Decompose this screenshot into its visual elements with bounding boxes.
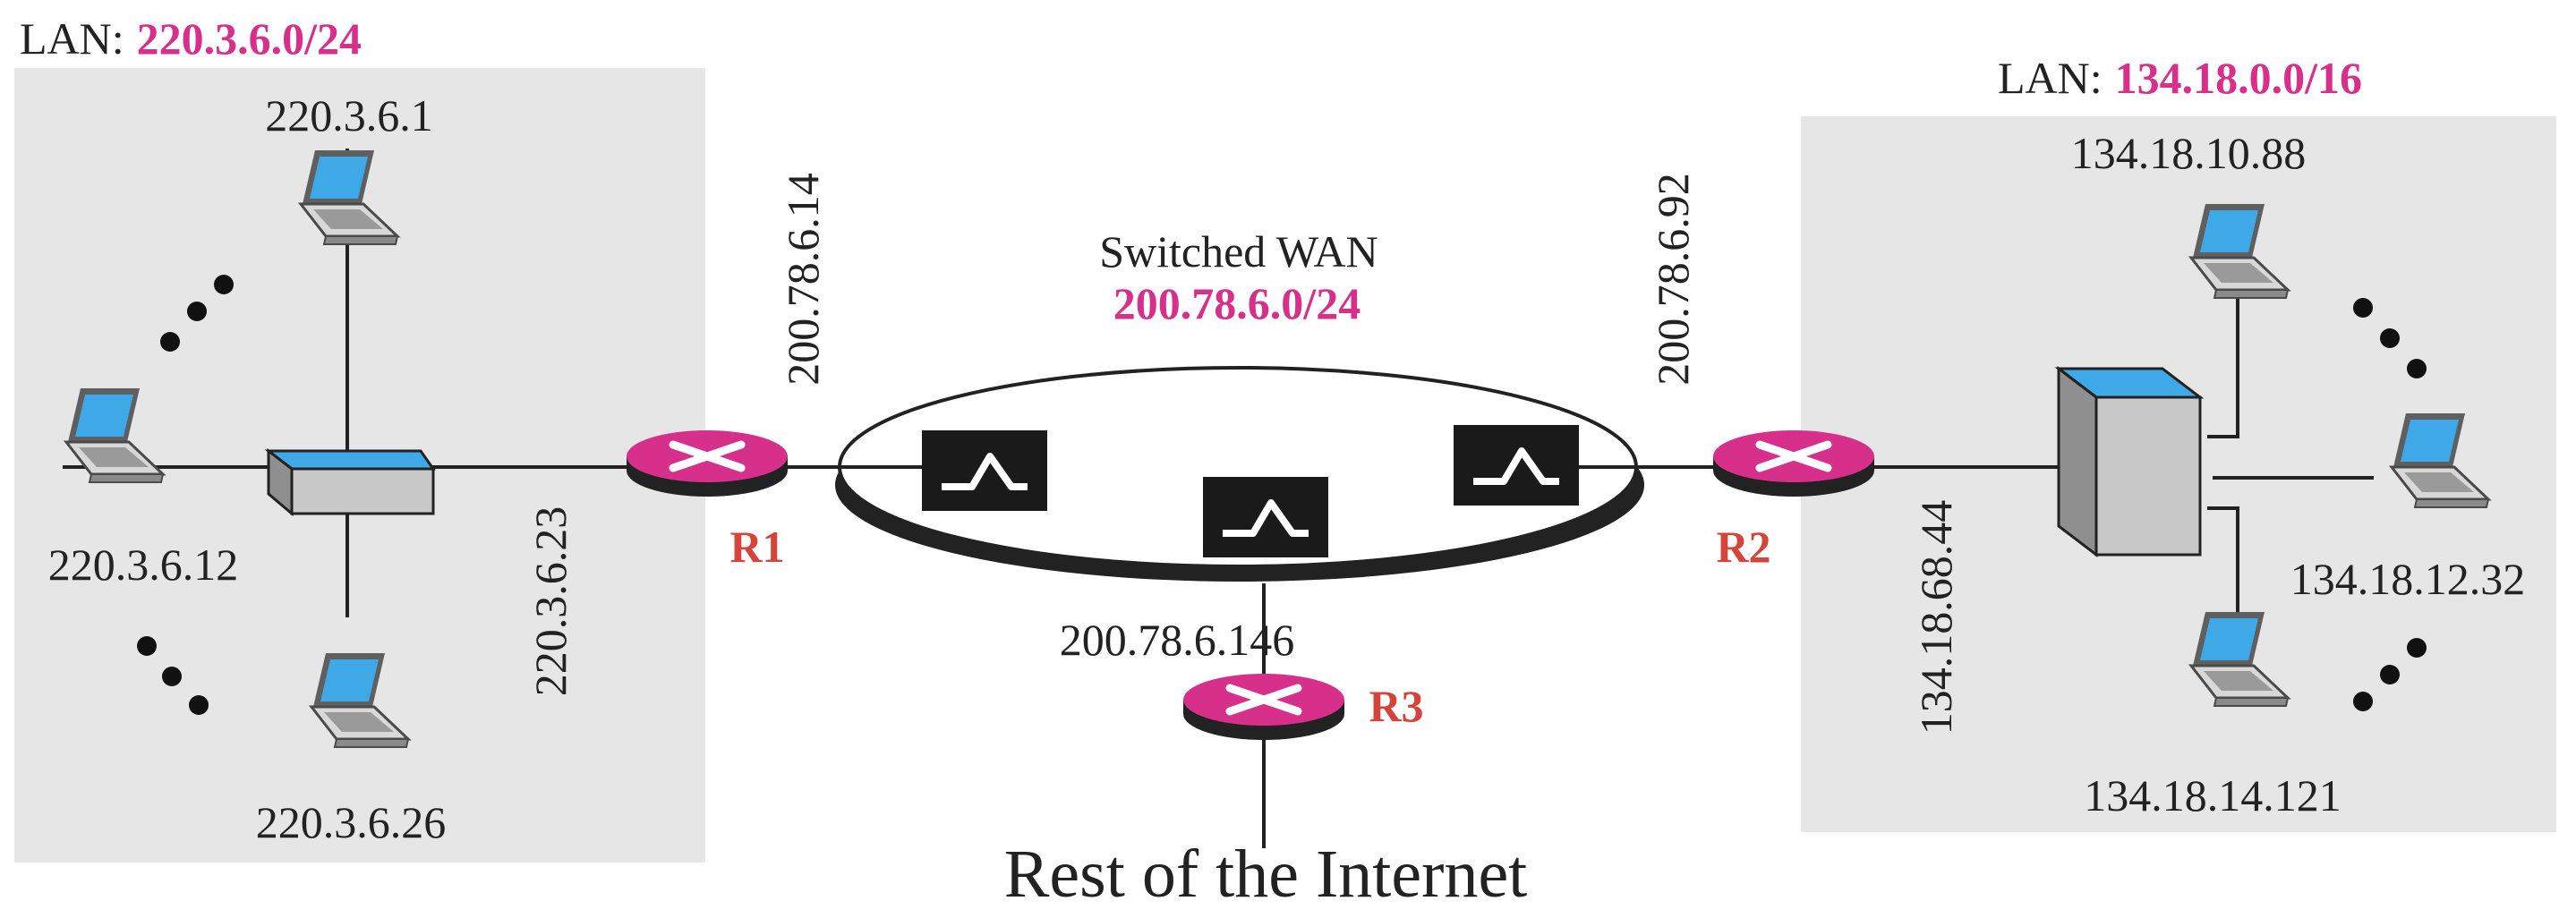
router-icon — [1713, 430, 1874, 497]
server-icon — [2054, 365, 2205, 558]
wan-network: 200.78.6.0/24 — [1113, 278, 1361, 328]
internet-label: Rest of the Internet — [1004, 837, 1528, 912]
r1-lan-address: 220.3.6.23 — [525, 506, 576, 697]
router-label-r3: R3 — [1369, 681, 1423, 731]
wan-switch-icon — [1454, 425, 1579, 506]
router-icon — [627, 430, 788, 497]
wan-switch-icon — [1203, 477, 1328, 557]
ellipsis-dots — [137, 275, 234, 715]
wan-switch-icon — [922, 430, 1047, 511]
host-address: 220.3.6.1 — [265, 90, 433, 140]
r2-wan-address: 200.78.6.92 — [1648, 173, 1698, 386]
r2-lan-address: 134.18.68.44 — [1911, 500, 1961, 735]
host-address: 220.3.6.26 — [256, 797, 447, 847]
host-address: 134.18.10.88 — [2071, 128, 2307, 178]
host-address: 134.18.12.32 — [2290, 554, 2526, 604]
left-lan-label: LAN: 220.3.6.0/24 — [20, 13, 362, 64]
router-icon — [1183, 674, 1344, 740]
host-address: 220.3.6.12 — [48, 540, 239, 590]
router-label-r2: R2 — [1716, 522, 1770, 572]
wan-title: Switched WAN — [1099, 226, 1378, 276]
router-label-r1: R1 — [729, 522, 784, 572]
ellipsis-dots — [2353, 298, 2427, 711]
hub-icon — [264, 447, 436, 517]
right-lan-label: LAN: 134.18.0.0/16 — [1998, 53, 2362, 103]
r1-wan-address: 200.78.6.14 — [778, 173, 828, 386]
host-address: 134.18.14.121 — [2084, 770, 2341, 820]
r3-wan-address: 200.78.6.146 — [1060, 615, 1295, 665]
